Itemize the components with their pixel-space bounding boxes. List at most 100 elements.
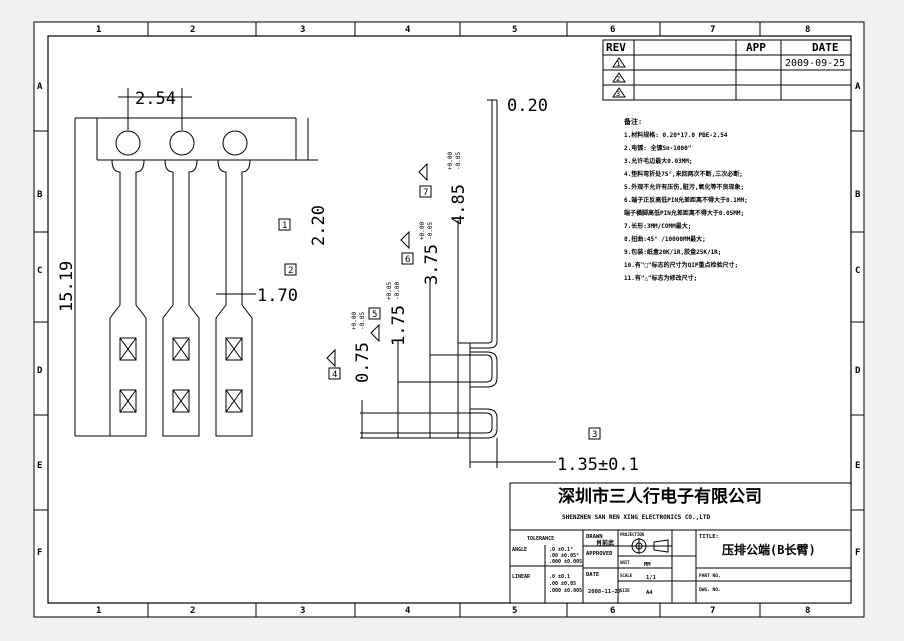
col-label-8-bottom: 8	[805, 606, 810, 616]
pilot-hole	[222, 130, 248, 156]
unit-value: MM	[644, 562, 651, 568]
terminal-pin	[109, 159, 147, 437]
revision-triangle-icon	[370, 323, 380, 343]
note-line: 2.电镀: 全镀Sn-1000"	[624, 144, 691, 152]
drawing-date: 2008-11-27	[588, 589, 621, 595]
col-label-8: 8	[805, 25, 810, 35]
rev-1-date: 2009-09-25	[785, 58, 845, 69]
callout-box: 2	[284, 263, 297, 276]
dim-thickness: 0.20	[507, 96, 548, 116]
note-line: 4.垫料弯折处75°,来回两次不断,三次必断;	[624, 170, 743, 178]
tol-plus-b: +0.05	[386, 282, 393, 300]
col-label-6-bottom: 6	[610, 606, 615, 616]
notes-title: 备注:	[623, 117, 642, 126]
scale-label: SCALE	[620, 573, 633, 578]
rev-triangle-icon: 3	[612, 87, 626, 98]
row-label-d-right: D	[855, 366, 861, 376]
date-header: DATE	[812, 41, 839, 54]
tol-plus: +0.00	[351, 312, 358, 330]
col-label-7: 7	[710, 25, 715, 35]
row-label-e-right: E	[855, 461, 860, 471]
drawn-label: DRAWN	[586, 534, 603, 540]
callout-box: 7	[419, 185, 432, 198]
row-label-f-right: F	[855, 548, 860, 558]
row-label-d: D	[37, 366, 43, 376]
angle-row: .0 ±0.1°	[549, 547, 573, 553]
tol-plus: +0.00	[447, 152, 454, 170]
row-label-e: E	[37, 461, 42, 471]
note-line: 6.端子正反高低PIN允差距离不得大于0.1MM;	[624, 196, 748, 204]
dim-row-5: 1.75	[389, 305, 409, 346]
dim-row-6: 3.75	[422, 244, 442, 285]
revision-block: REV APP DATE 1 2 3 2009-09-25	[602, 39, 852, 101]
svg-text:3: 3	[616, 90, 620, 98]
row-label-c: C	[37, 266, 42, 276]
revision-triangle-icon	[400, 230, 410, 250]
drawn-by: 肖前武	[596, 539, 614, 547]
dwg-label: DWG. NO.	[699, 587, 721, 593]
tol-minus: -0.05	[427, 222, 434, 240]
row-label-f: F	[37, 548, 42, 558]
svg-text:2: 2	[616, 75, 620, 83]
row-label-a: A	[37, 82, 43, 92]
note-line: 7.长形:3MM/COMM最大;	[624, 222, 691, 230]
dim-pin-length: 15.19	[57, 261, 77, 312]
svg-text:1: 1	[616, 60, 620, 68]
terminal-front-view	[74, 88, 318, 437]
frame-labels: 1 2 3 4 5 6 7 8 1 2 3 4 5 6 7 8 A B C D …	[37, 25, 861, 616]
note-line: 9.包装:纸盒20K/1R,胶盘25K/1R;	[624, 248, 721, 256]
note-line: 3.允许毛边最大0.03MM;	[624, 157, 693, 165]
tol-plus: +0.00	[419, 222, 426, 240]
angle-label: ANGLE	[512, 547, 527, 553]
date-label: DATE	[586, 572, 599, 578]
col-label-7-bottom: 7	[710, 606, 715, 616]
rev-header: REV	[606, 41, 626, 54]
callout-box: 3	[588, 427, 601, 440]
svg-text:1: 1	[282, 221, 287, 231]
title-block	[509, 482, 852, 604]
revision-triangle-icon	[326, 348, 336, 368]
size-value: A4	[646, 590, 653, 596]
company-name-en: SHENZHEN SAN REN XING ELECTRONICS CO.,LT…	[562, 514, 710, 521]
dim-slot-length: 2.20	[309, 205, 329, 246]
col-label-4: 4	[405, 25, 411, 35]
angle-row: .000 ±0.005	[549, 559, 582, 565]
note-line: 端子横脚高低PIN允差距离不得大于0.05MM;	[624, 209, 744, 217]
app-header: APP	[746, 41, 766, 54]
linear-row: .0 ±0.1	[549, 574, 570, 580]
note-line: 8.扭曲:45° /10000MM最大;	[624, 235, 706, 243]
approval-table: DRAWN 肖前武 APPROVED DATE 2008-11-27 PROJE…	[586, 532, 721, 596]
size-label: SIZE	[620, 588, 630, 593]
note-line: 5.外观不允许有压伤,脏污,氧化等不良现象;	[624, 183, 744, 191]
projection-symbol-icon	[628, 538, 669, 554]
tol-minus: -0.05	[359, 312, 366, 330]
tol-minus-b: -0.00	[394, 282, 401, 300]
svg-text:2: 2	[288, 266, 293, 276]
svg-text:4: 4	[332, 370, 337, 380]
terminal-side-view	[360, 99, 556, 468]
terminal-pin	[215, 159, 253, 437]
dim-pitch: 2.54	[135, 89, 176, 109]
title-label: TITLE:	[699, 534, 719, 540]
terminal-pin	[162, 159, 200, 437]
pilot-hole	[169, 130, 195, 156]
notes-block: 备注: 1.材料规格: 0.20*17.0 PBE-2.54 2.电镀: 全镀S…	[623, 117, 748, 282]
scale-value: 1/1	[646, 575, 657, 581]
unit-label: UNIT	[620, 560, 630, 565]
linear-row: .000 ±0.005	[549, 588, 582, 594]
col-label-1: 1	[96, 25, 101, 35]
tol-minus: -0.05	[455, 152, 462, 170]
tolerance-labels: +0.00 -0.05 +0.05 -0.00 +0.00 -0.05 +0.0…	[351, 152, 462, 330]
pilot-hole	[115, 130, 141, 156]
linear-label: LINEAR	[512, 574, 531, 580]
callout-box: 6	[401, 252, 414, 265]
note-line: 1.材料规格: 0.20*17.0 PBE-2.54	[624, 131, 728, 139]
dim-row-4: 0.75	[353, 342, 373, 383]
part-label: PART NO.	[699, 573, 721, 579]
col-label-1-bottom: 1	[96, 606, 101, 616]
svg-text:3: 3	[592, 430, 597, 440]
dim-bend-height: 1.35±0.1	[557, 455, 639, 475]
note-line: 10.有"□"标志的尺寸为QIP重点检验尺寸;	[624, 261, 738, 269]
dim-blade-width: 1.70	[257, 286, 298, 306]
row-label-b-right: B	[855, 190, 861, 200]
